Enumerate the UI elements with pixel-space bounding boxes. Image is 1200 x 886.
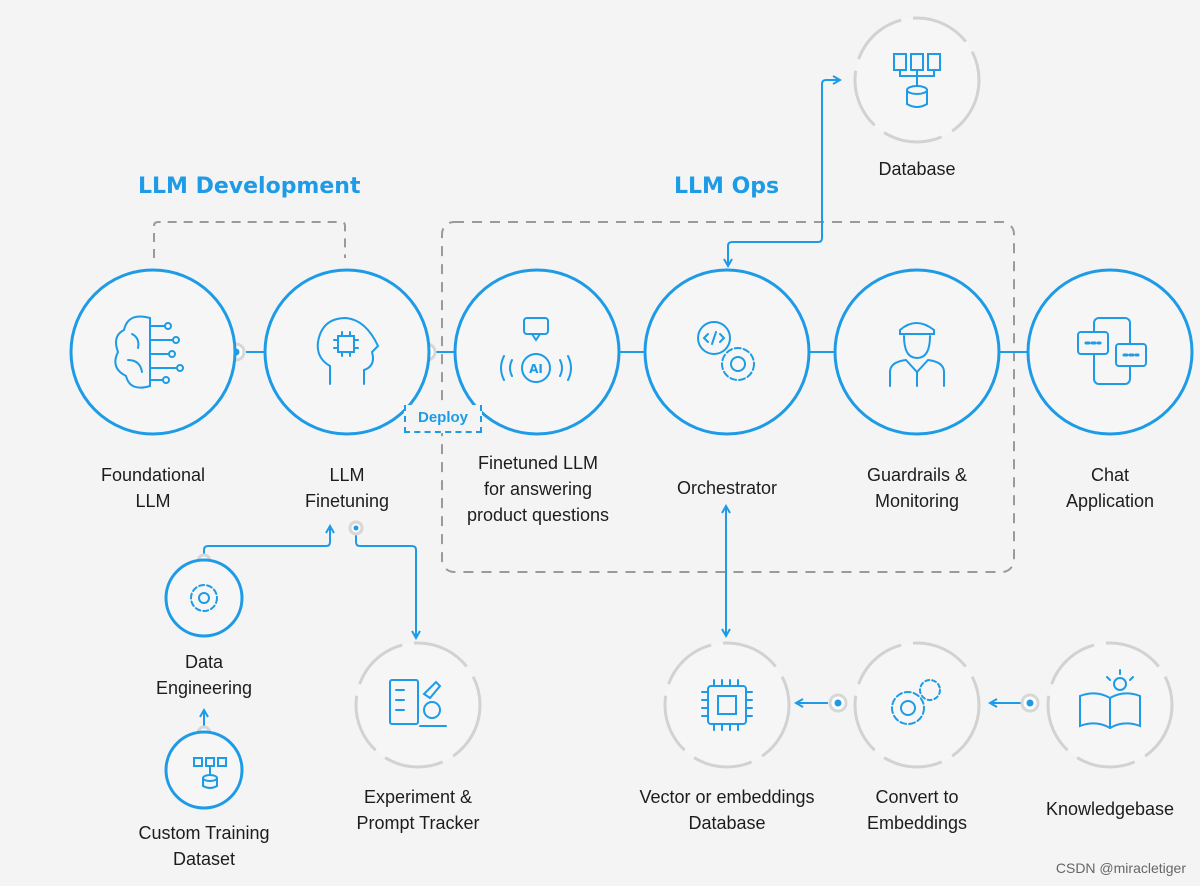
node-circle-finetuned (453, 268, 621, 436)
ai-head-icon (316, 316, 380, 385)
label-data-engineering: Data Engineering (155, 652, 253, 698)
chip-icon (701, 679, 753, 731)
book-lightbulb-icon (1079, 669, 1141, 730)
label-llm-finetuning: LLM Finetuning (304, 465, 390, 511)
node-circle-vector (663, 641, 791, 769)
code-gear-icon (697, 321, 755, 381)
database-icon (893, 53, 941, 108)
gear-icon (190, 584, 218, 612)
experiment-icon (389, 679, 447, 727)
label-guardrails: Guardrails & Monitoring (866, 465, 968, 511)
gears-icon (891, 679, 941, 725)
label-experiment-tracker: Experiment & Prompt Tracker (356, 787, 480, 833)
label-chat-application: Chat Application (1065, 465, 1155, 511)
guard-icon (889, 322, 945, 387)
deploy-tag: Deploy (404, 405, 482, 433)
ai-chat-icon (500, 317, 572, 383)
label-finetuned-llm: Finetuned LLM for answering product ques… (466, 453, 610, 525)
node-circle-chat (1026, 268, 1194, 436)
watermark: CSDN @miracletiger (1055, 860, 1186, 876)
label-foundational-llm: Foundational LLM (100, 465, 206, 511)
arrow-finetuning-to-experiment (355, 534, 416, 638)
label-orchestrator: Orchestrator (676, 478, 778, 498)
node-circle-guardrails (833, 268, 1001, 436)
dataset-icon (193, 757, 227, 789)
label-knowledgebase: Knowledgebase (1045, 799, 1175, 819)
dev-bracket (153, 221, 346, 258)
node-circle-embeddings (853, 641, 981, 769)
section-llm-development: LLM Development (138, 174, 361, 199)
node-circle-foundational (69, 268, 237, 436)
arrow-orchestrator-database (728, 80, 840, 266)
section-llm-ops: LLM Ops (674, 174, 780, 199)
label-custom-dataset: Custom Training Dataset (138, 823, 270, 869)
arrow-dataeng-to-finetuning (203, 526, 330, 556)
ai-icon-text: AI (529, 362, 543, 376)
brain-icon (114, 315, 184, 389)
label-vector-database: Vector or embeddings Database (639, 787, 815, 833)
node-circle-dataeng (164, 558, 244, 638)
chat-phone-icon (1077, 317, 1147, 385)
label-database: Database (878, 159, 956, 179)
node-circle-dataset (164, 730, 244, 810)
label-convert-embeddings: Convert to Embeddings (866, 787, 968, 833)
